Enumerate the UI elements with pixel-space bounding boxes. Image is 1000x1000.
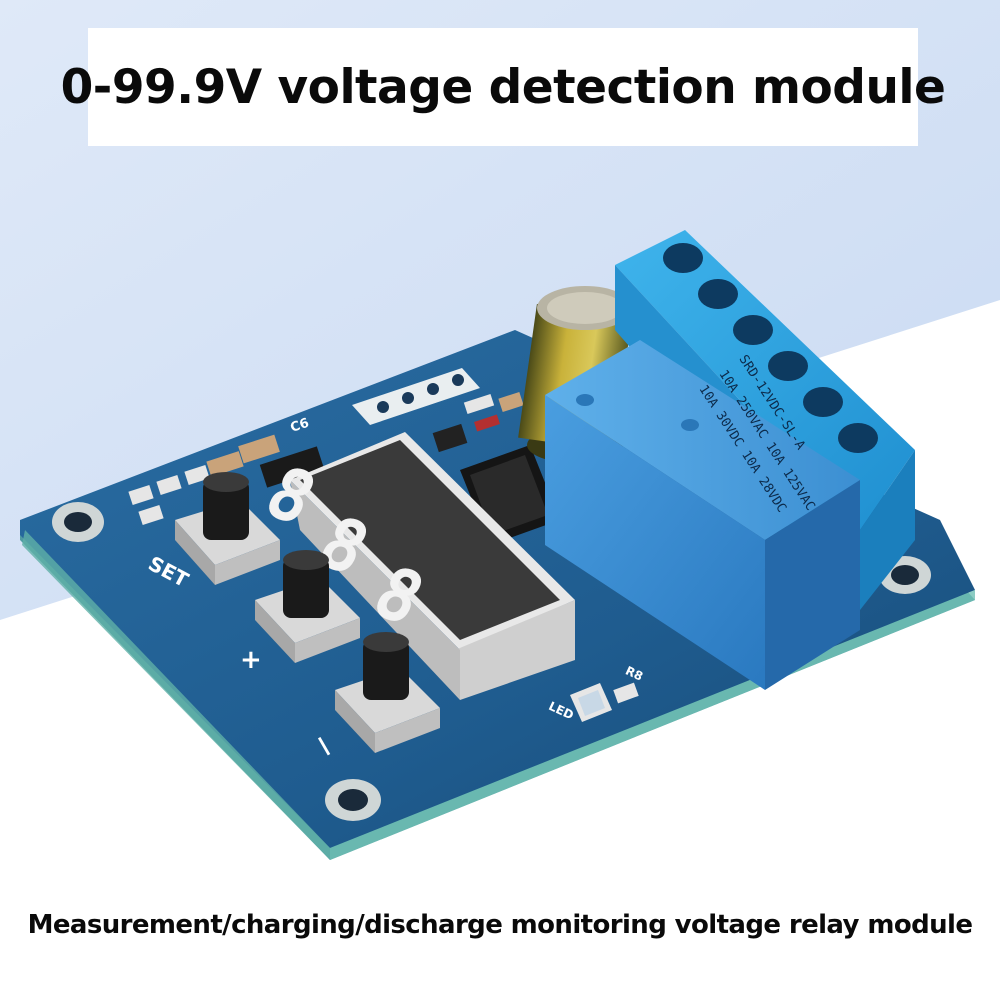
status-led — [570, 682, 639, 722]
seven-segment-display — [290, 432, 575, 700]
set-button[interactable] — [175, 472, 280, 585]
pin-header — [352, 368, 480, 425]
mount-hole-left — [52, 502, 104, 542]
page-title: 0-99.9V voltage detection module — [60, 59, 946, 115]
label-r8: R8 — [623, 663, 645, 683]
smd-components — [128, 391, 524, 526]
plus-button[interactable] — [255, 550, 360, 663]
title-banner: 0-99.9V voltage detection module — [61, 28, 946, 146]
caption-banner: Measurement/charging/discharge monitorin… — [0, 895, 1000, 955]
caption-text: Measurement/charging/discharge monitorin… — [27, 910, 973, 940]
mount-hole-bottom — [325, 779, 381, 821]
label-c6: C6 — [289, 416, 311, 436]
relay-body — [545, 340, 860, 690]
label-plus: + — [240, 645, 262, 675]
minus-button[interactable] — [335, 632, 440, 753]
